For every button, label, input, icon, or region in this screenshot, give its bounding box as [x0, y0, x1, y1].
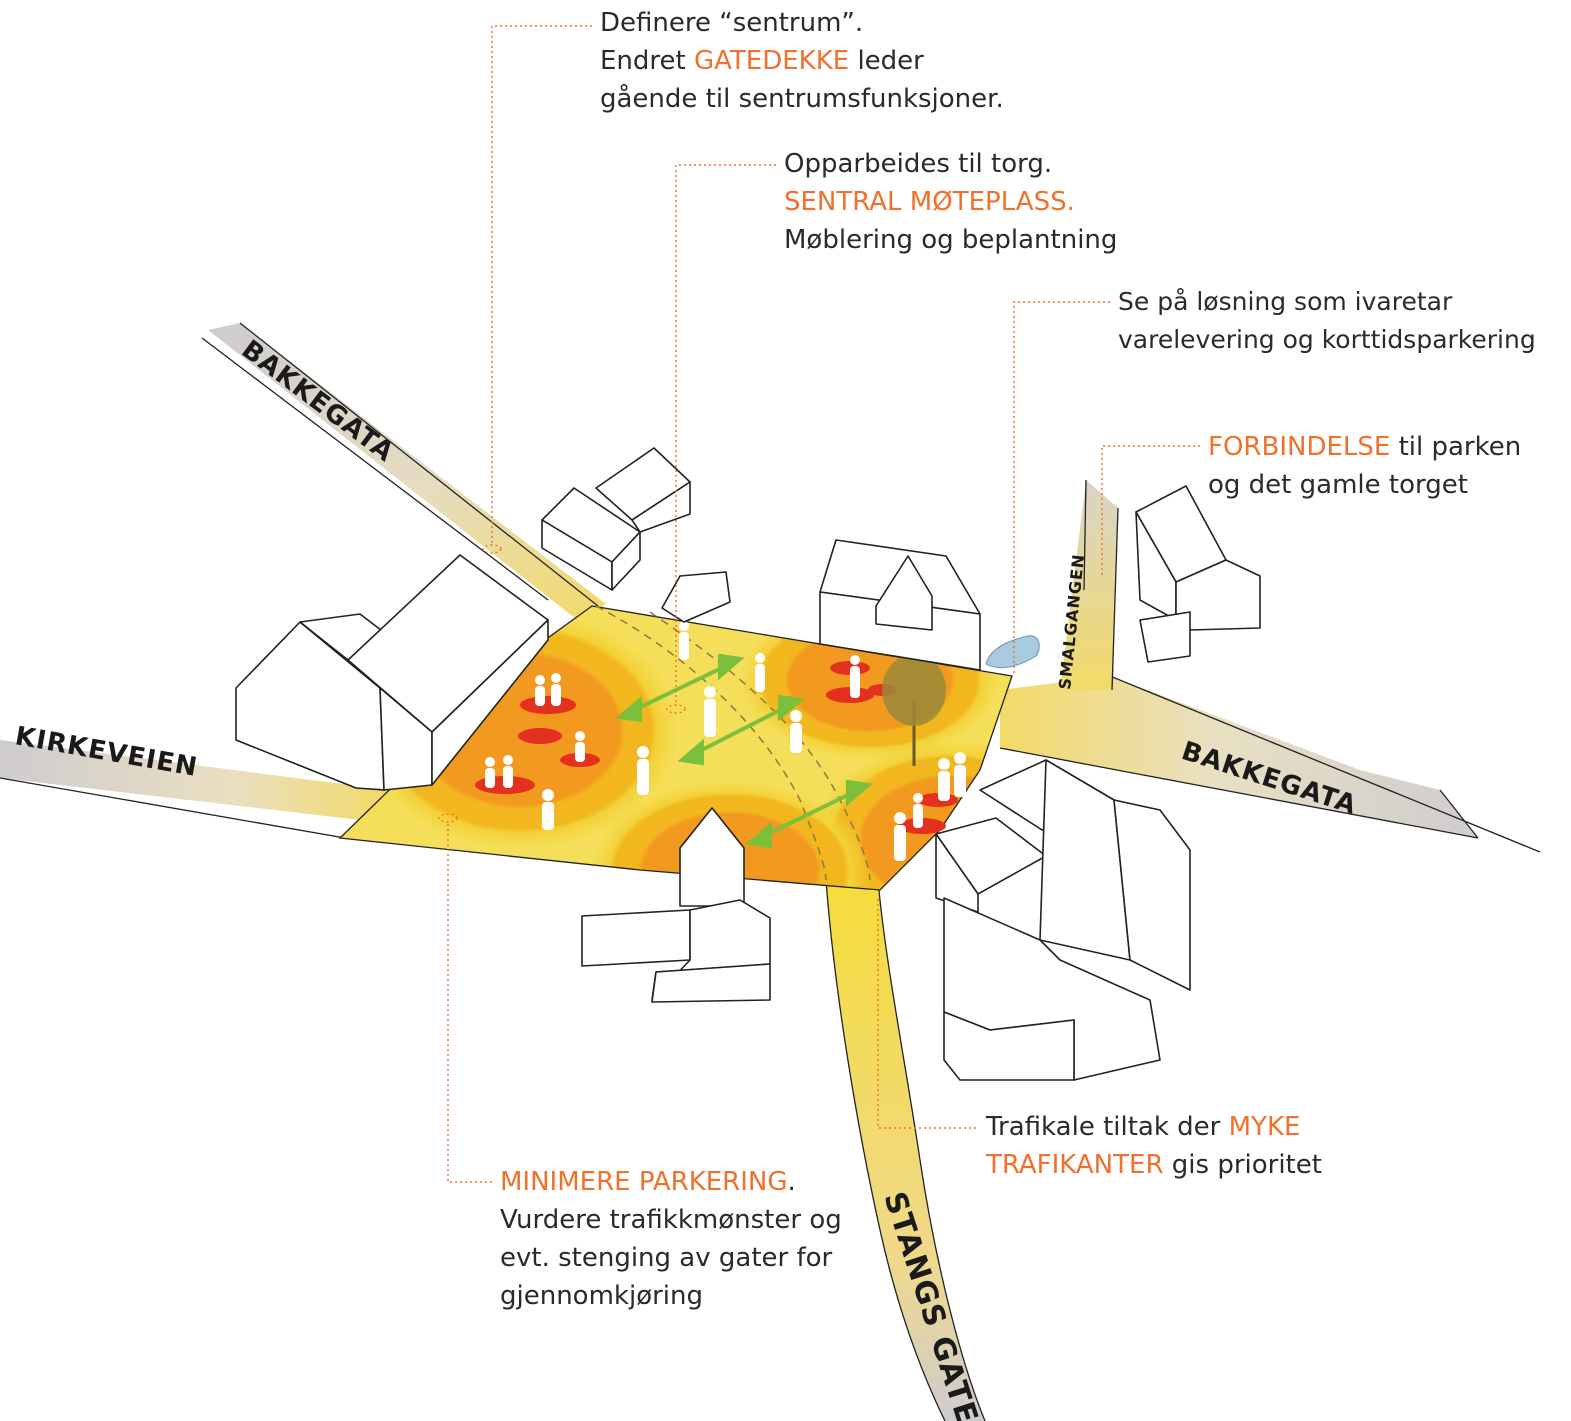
note-forbindelse-line2: og det gamle torget — [1208, 466, 1521, 504]
note-sentrum-line2: Endret GATEDEKKE leder — [600, 42, 1004, 80]
note-torg: Opparbeides til torg. SENTRAL MØTEPLASS.… — [784, 145, 1117, 259]
note-trafikale: Trafikale tiltak der MYKE TRAFIKANTER gi… — [986, 1108, 1322, 1184]
note-forbindelse-line1: FORBINDELSE til parken — [1208, 428, 1521, 466]
highlight-sentral-moteplass: SENTRAL MØTEPLASS. — [784, 183, 1117, 221]
note-text: Trafikale tiltak der — [986, 1112, 1229, 1142]
note-text: Endret — [600, 46, 694, 76]
note-text: til parken — [1390, 432, 1521, 462]
note-torg-line1: Opparbeides til torg. — [784, 145, 1117, 183]
highlight-trafikanter: TRAFIKANTER — [986, 1150, 1164, 1180]
note-trafikale-line1: Trafikale tiltak der MYKE — [986, 1108, 1322, 1146]
note-varelevering-line1: Se på løsning som ivaretar — [1118, 283, 1536, 321]
note-varelevering-line2: varelevering og korttidsparkering — [1118, 321, 1536, 359]
note-parkering-line2: Vurdere trafikkmønster og — [500, 1201, 842, 1239]
note-text: . — [788, 1167, 796, 1197]
note-text: leder — [849, 46, 924, 76]
note-parkering-line3: evt. stenging av gater for — [500, 1239, 842, 1277]
note-parkering-line1: MINIMERE PARKERING. — [500, 1163, 842, 1201]
highlight-gatedekke: GATEDEKKE — [694, 46, 849, 76]
note-sentrum: Definere “sentrum”. Endret GATEDEKKE led… — [600, 4, 1004, 118]
note-sentrum-line1: Definere “sentrum”. — [600, 4, 1004, 42]
highlight-forbindelse: FORBINDELSE — [1208, 432, 1390, 462]
note-forbindelse: FORBINDELSE til parken og det gamle torg… — [1208, 428, 1521, 504]
note-parkering-line4: gjennomkjøring — [500, 1277, 842, 1315]
note-trafikale-line2: TRAFIKANTER gis prioritet — [986, 1146, 1322, 1184]
parked-car-icon — [986, 636, 1039, 668]
note-varelevering: Se på løsning som ivaretar varelevering … — [1118, 283, 1536, 359]
note-text: gis prioritet — [1164, 1150, 1322, 1180]
note-parkering: MINIMERE PARKERING. Vurdere trafikkmønst… — [500, 1163, 842, 1315]
note-torg-line3: Møblering og beplantning — [784, 221, 1117, 259]
highlight-myke: MYKE — [1229, 1112, 1301, 1142]
highlight-minimere-parkering: MINIMERE PARKERING — [500, 1167, 788, 1197]
street-label-bakkegata-nw: BAKKEGATA — [236, 335, 400, 469]
note-sentrum-line3: gående til sentrumsfunksjoner. — [600, 80, 1004, 118]
